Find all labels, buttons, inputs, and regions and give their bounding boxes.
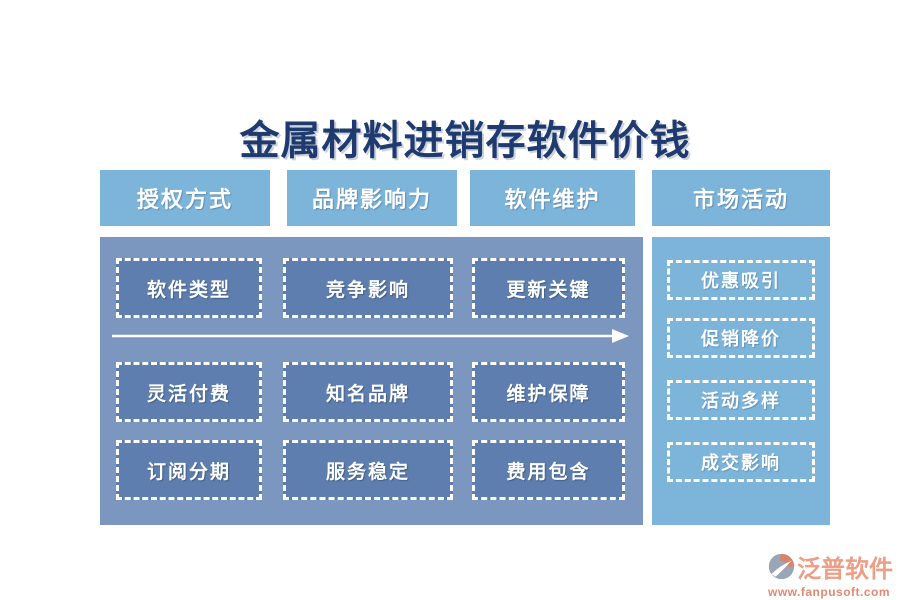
brand-footer: 泛普软件 www.fanpusoft.com xyxy=(768,549,893,599)
header-brand-influence: 品牌影响力 xyxy=(287,170,457,226)
node-fee-inclusion: 费用包含 xyxy=(472,440,625,500)
node-label: 更新关键 xyxy=(506,279,591,301)
node-label: 竞争影响 xyxy=(325,279,410,301)
node-label: 维护保障 xyxy=(506,383,591,405)
node-label: 知名品牌 xyxy=(325,383,410,405)
node-maintenance-guarantee: 维护保障 xyxy=(472,362,625,422)
node-discount-attraction: 优惠吸引 xyxy=(667,260,815,300)
page-title: 金属材料进销存软件价钱 xyxy=(239,118,691,163)
node-label: 软件类型 xyxy=(146,279,231,301)
flow-arrow xyxy=(112,327,630,345)
right-arrow-icon xyxy=(112,329,629,343)
node-label: 费用包含 xyxy=(506,461,591,483)
node-subscription-installment: 订阅分期 xyxy=(116,440,262,500)
brand-url: www.fanpusoft.com xyxy=(768,585,891,599)
node-label: 优惠吸引 xyxy=(701,271,781,291)
header-label: 授权方式 xyxy=(136,187,233,212)
node-competition-impact: 竞争影响 xyxy=(283,258,453,318)
node-diverse-activities: 活动多样 xyxy=(667,380,815,420)
node-deal-impact: 成交影响 xyxy=(667,442,815,482)
node-stable-service: 服务稳定 xyxy=(283,440,453,500)
header-authorization-method: 授权方式 xyxy=(100,170,270,226)
node-famous-brand: 知名品牌 xyxy=(283,362,453,422)
node-label: 服务稳定 xyxy=(325,461,410,483)
node-label: 促销降价 xyxy=(701,329,781,349)
node-flexible-payment: 灵活付费 xyxy=(116,362,262,422)
node-label: 成交影响 xyxy=(701,453,781,473)
fanpu-logo-icon xyxy=(768,553,795,580)
node-promotion-price-cut: 促销降价 xyxy=(667,318,815,358)
node-label: 订阅分期 xyxy=(146,461,231,483)
node-label: 活动多样 xyxy=(701,391,781,411)
node-label: 灵活付费 xyxy=(146,383,231,405)
brand-row: 泛普软件 xyxy=(768,549,893,584)
header-market-activity: 市场活动 xyxy=(652,170,830,226)
header-label: 品牌影响力 xyxy=(311,187,432,212)
node-software-type: 软件类型 xyxy=(116,258,262,318)
market-activity-panel: 优惠吸引 促销降价 活动多样 成交影响 xyxy=(652,237,830,525)
main-panel: 软件类型 竞争影响 更新关键 泛普软件 灵活付费 xyxy=(100,237,643,525)
header-label: 软件维护 xyxy=(504,187,601,212)
header-label: 市场活动 xyxy=(692,187,789,212)
node-update-key: 更新关键 xyxy=(472,258,625,318)
brand-name: 泛普软件 xyxy=(797,557,893,583)
header-software-maintenance: 软件维护 xyxy=(470,170,635,226)
